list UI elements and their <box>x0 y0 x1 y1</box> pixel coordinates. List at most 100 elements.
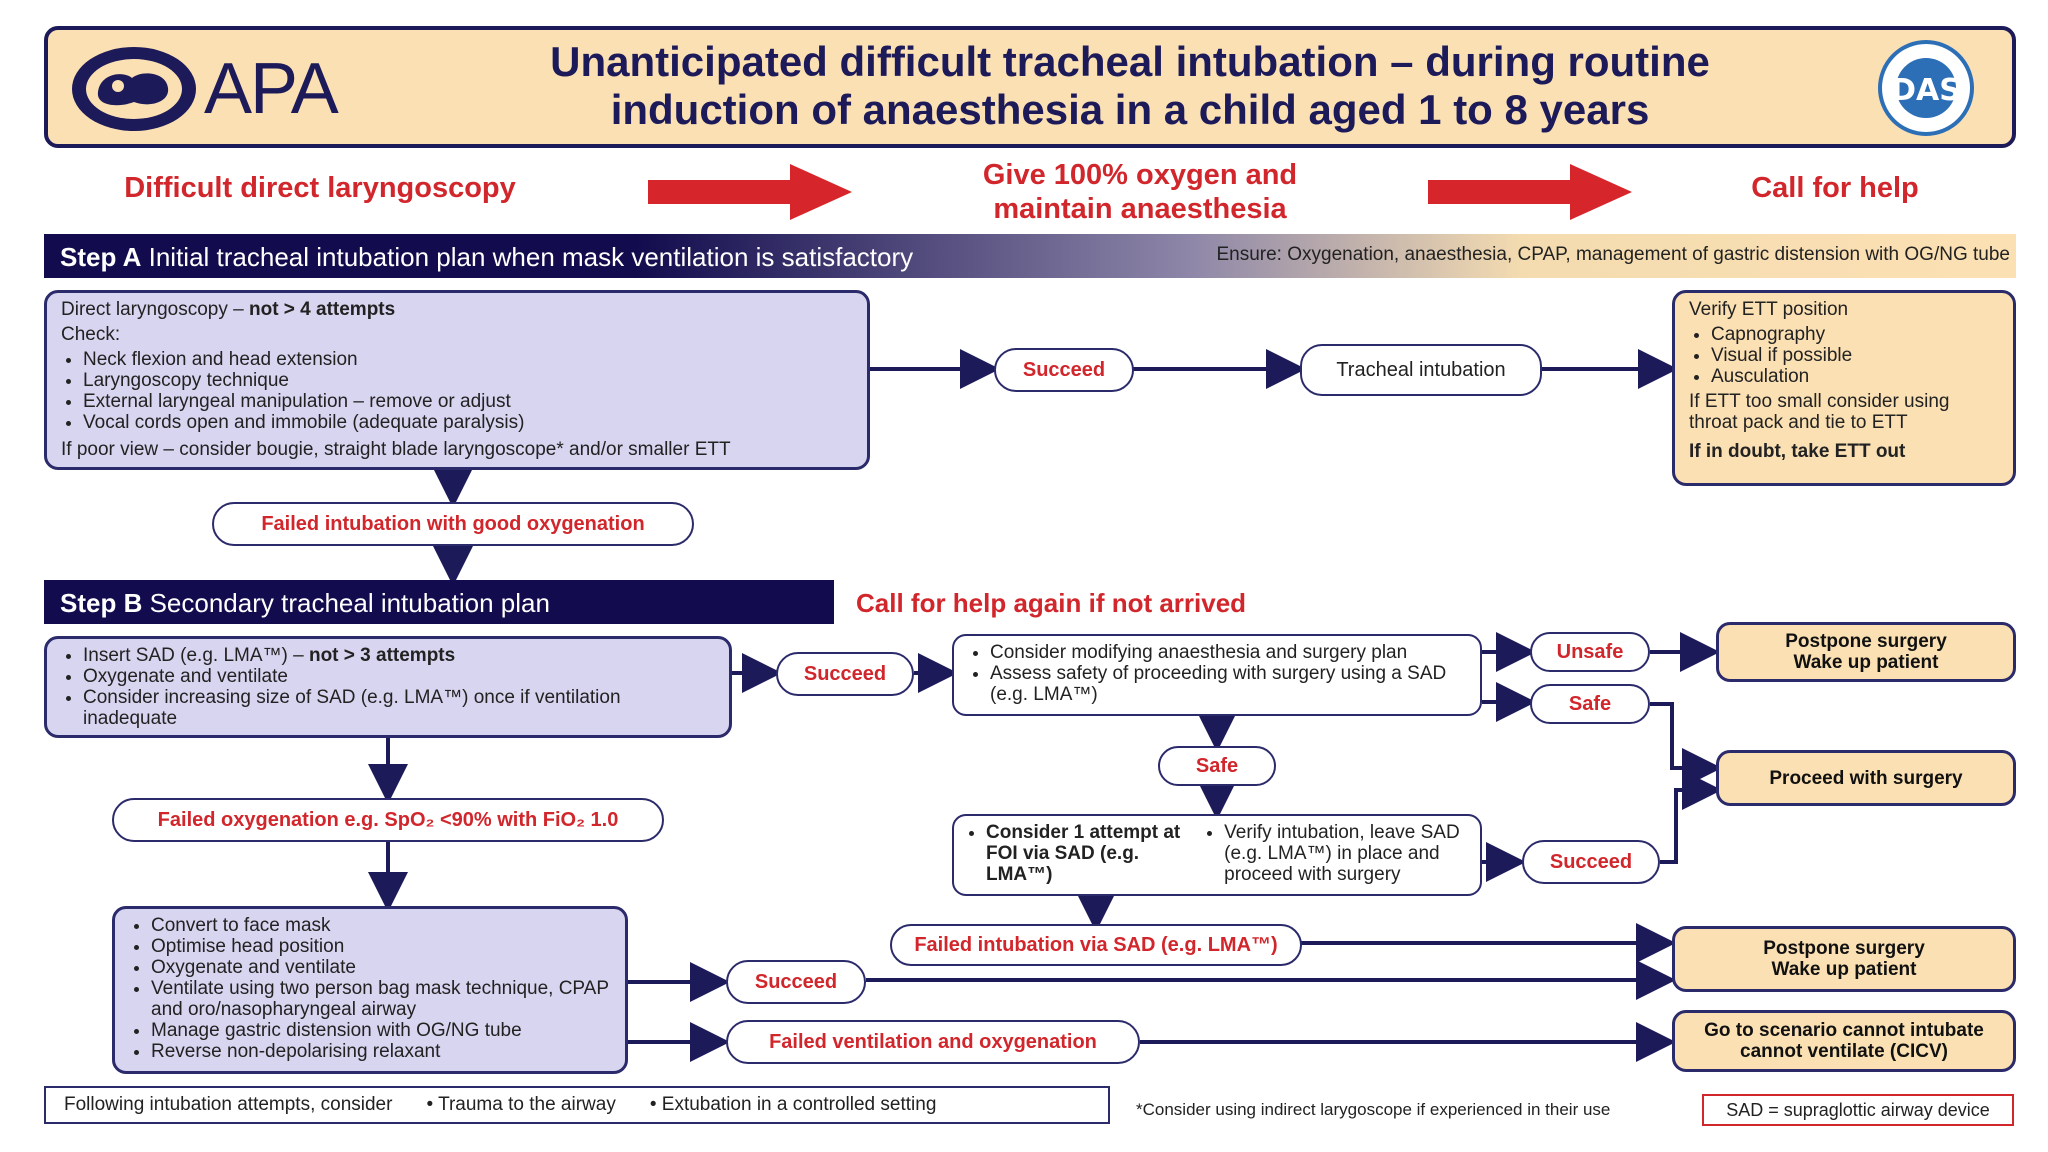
face-mask-item: Convert to face mask <box>151 915 611 936</box>
verify-bold-note: If in doubt, take ETT out <box>1689 441 1906 462</box>
give-oxygen-line-2: maintain anaesthesia <box>993 193 1287 225</box>
foi-column: Consider 1 attempt at FOI via SAD (e.g. … <box>964 822 1192 888</box>
sad-definition: SAD = supraglottic airway device <box>1702 1094 2014 1126</box>
foi-list: Consider 1 attempt at FOI via SAD (e.g. … <box>964 822 1192 885</box>
sad-limit: not > 3 attempts <box>308 645 456 666</box>
failed-oxygenation-pill: Failed oxygenation e.g. SpO₂ <90% with F… <box>112 798 664 842</box>
arrow-succeed2-proceed <box>1660 770 1722 864</box>
sad-item: Consider increasing size of SAD (e.g. LM… <box>83 687 715 729</box>
verify-ett-box: Verify ETT position Capnography Visual i… <box>1672 290 2016 486</box>
title-line-1: Unanticipated difficult tracheal intubat… <box>550 38 1710 85</box>
step-a-laryngoscopy-box: Direct laryngoscopy – not > 4 attempts C… <box>44 290 870 470</box>
failed-intubation-good-oxygenation: Failed intubation with good oxygenation <box>212 502 694 546</box>
face-mask-box: Convert to face mask Optimise head posit… <box>112 906 628 1074</box>
succeed-pill-a: Succeed <box>994 348 1134 392</box>
call-for-help-again: Call for help again if not arrived <box>856 588 1247 618</box>
check-item: External laryngeal manipulation – remove… <box>83 391 853 412</box>
face-mask-item: Oxygenate and ventilate <box>151 957 611 978</box>
page-title: Unanticipated difficult tracheal intubat… <box>380 38 1880 134</box>
face-mask-item: Optimise head position <box>151 936 611 957</box>
verify-leave-item: Verify intubation, leave SAD (e.g. LMA™)… <box>1224 822 1470 885</box>
laryngoscopy-attempts: Direct laryngoscopy – not > 4 attempts <box>61 299 853 320</box>
sad-item: Insert SAD (e.g. LMA™) – not > 3 attempt… <box>83 645 715 666</box>
succeed-pill-foi: Succeed <box>1522 840 1660 884</box>
apa-baby-logo-icon <box>72 47 196 131</box>
verify-item: Visual if possible <box>1711 345 1999 366</box>
insert-sad-box: Insert SAD (e.g. LMA™) – not > 3 attempt… <box>44 636 732 738</box>
foi-item: Consider 1 attempt at FOI via SAD (e.g. … <box>986 822 1192 885</box>
sad-list: Insert SAD (e.g. LMA™) – not > 3 attempt… <box>61 645 715 729</box>
give-oxygen-heading: Give 100% oxygen and maintain anaesthesi… <box>900 158 1380 226</box>
step-b-label: Step B <box>60 588 143 618</box>
call-for-help-heading: Call for help <box>1751 172 1919 204</box>
give-oxygen-line-1: Give 100% oxygen and <box>982 159 1298 191</box>
tracheal-intubation-box: Tracheal intubation <box>1300 344 1542 396</box>
postpone-line-1: Postpone surgery <box>1785 631 1947 652</box>
unsafe-pill: Unsafe <box>1530 632 1650 672</box>
poor-view-note: If poor view – consider bougie, straight… <box>61 439 731 460</box>
consider-list: Consider modifying anaesthesia and surge… <box>968 642 1466 705</box>
footer-following: Following intubation attempts, consider <box>64 1094 393 1115</box>
verify-list: Capnography Visual if possible Ausculati… <box>1689 324 1999 387</box>
foi-box: Consider 1 attempt at FOI via SAD (e.g. … <box>952 814 1482 896</box>
step-a-ensure: Ensure: Oxygenation, anaesthesia, CPAP, … <box>1216 244 2010 265</box>
check-item: Laryngoscopy technique <box>83 370 853 391</box>
postpone-surgery-box-2: Postpone surgery Wake up patient <box>1672 926 2016 992</box>
verify-title: Verify ETT position <box>1689 299 1849 320</box>
succeed-pill-b: Succeed <box>776 652 914 696</box>
consider-modifying-box: Consider modifying anaesthesia and surge… <box>952 634 1482 716</box>
postpone2-line-2: Wake up patient <box>1771 959 1917 980</box>
laryngoscopy-limit: not > 4 attempts <box>248 299 396 320</box>
cicv-text: Go to scenario cannot intubate cannot ve… <box>1704 1020 1984 1062</box>
cicv-line-1: Go to scenario cannot intubate <box>1704 1020 1984 1041</box>
failed-intubation-sad-pill: Failed intubation via SAD (e.g. LMA™) <box>890 924 1302 966</box>
postpone-surgery-box-1: Postpone surgery Wake up patient <box>1716 622 2016 682</box>
big-red-arrow-1 <box>648 164 852 220</box>
laryngoscopy-title: Direct laryngoscopy – <box>61 299 244 320</box>
verify-leave-list: Verify intubation, leave SAD (e.g. LMA™)… <box>1202 822 1470 885</box>
face-mask-item: Manage gastric distension with OG/NG tub… <box>151 1020 611 1041</box>
footer-extubation: • Extubation in a controlled setting <box>649 1094 937 1115</box>
postpone2-line-1: Postpone surgery <box>1763 938 1925 959</box>
check-list: Neck flexion and head extension Laryngos… <box>61 349 853 433</box>
safe-pill-middle: Safe <box>1158 746 1276 786</box>
verify-leave-column: Verify intubation, leave SAD (e.g. LMA™)… <box>1202 822 1470 888</box>
step-b-title: Secondary tracheal intubation plan <box>149 588 550 618</box>
cicv-box: Go to scenario cannot intubate cannot ve… <box>1672 1010 2016 1072</box>
consider-item: Consider modifying anaesthesia and surge… <box>990 642 1466 663</box>
footer-extubation-text: Extubation in a controlled setting <box>661 1094 937 1115</box>
footer-considerations: Following intubation attempts, consider … <box>44 1086 1110 1124</box>
verify-item: Ausculation <box>1711 366 1999 387</box>
face-mask-item: Ventilate using two person bag mask tech… <box>151 978 611 1020</box>
big-red-arrow-2 <box>1428 164 1632 220</box>
footer-trauma: • Trauma to the airway <box>426 1094 616 1115</box>
svg-text:DAS: DAS <box>1891 73 1961 108</box>
check-item: Neck flexion and head extension <box>83 349 853 370</box>
step-a-title: Initial tracheal intubation plan when ma… <box>148 242 914 272</box>
difficult-laryngoscopy-heading: Difficult direct laryngoscopy <box>124 172 516 204</box>
postpone-line-2: Wake up patient <box>1793 652 1939 673</box>
check-item: Vocal cords open and immobile (adequate … <box>83 412 853 433</box>
indirect-laryngoscope-note: *Consider using indirect larygoscope if … <box>1136 1100 1611 1119</box>
title-line-2: induction of anaesthesia in a child aged… <box>610 86 1650 133</box>
consider-item: Assess safety of proceeding with surgery… <box>990 663 1466 705</box>
step-a-label: Step A <box>60 242 142 272</box>
sad-item-text: Insert SAD (e.g. LMA™) – <box>83 645 304 666</box>
verify-note: If ETT too small consider using throat p… <box>1689 391 1950 433</box>
check-label: Check: <box>61 324 121 345</box>
failed-ventilation-pill: Failed ventilation and oxygenation <box>726 1020 1140 1064</box>
step-b-bar: Step B Secondary tracheal intubation pla… <box>44 580 834 624</box>
safe-pill-right: Safe <box>1530 684 1650 724</box>
face-mask-list: Convert to face mask Optimise head posit… <box>129 915 611 1062</box>
step-a-bar: Step A Initial tracheal intubation plan … <box>44 234 2016 278</box>
succeed-pill-facemask: Succeed <box>726 960 866 1004</box>
postpone-text-1: Postpone surgery Wake up patient <box>1785 631 1947 673</box>
footer-trauma-text: Trauma to the airway <box>438 1094 616 1115</box>
postpone-text-2: Postpone surgery Wake up patient <box>1763 938 1925 980</box>
header-banner <box>44 26 2016 148</box>
face-mask-item: Reverse non-depolarising relaxant <box>151 1041 611 1062</box>
arrow-safe-proceed <box>1650 702 1722 788</box>
cicv-line-2: cannot ventilate (CICV) <box>1740 1041 1948 1062</box>
proceed-with-surgery-box: Proceed with surgery <box>1716 750 2016 806</box>
